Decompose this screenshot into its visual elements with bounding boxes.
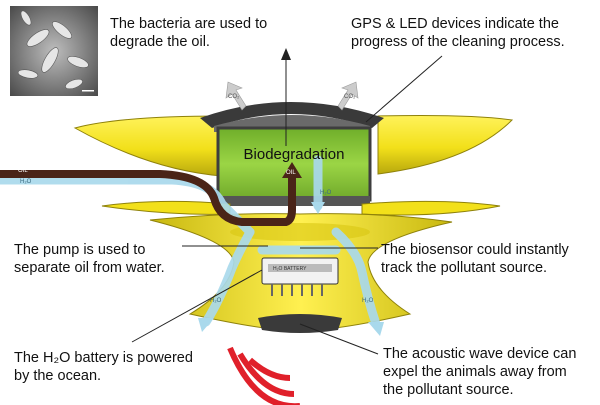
- caption-battery-line-1: The H₂O battery is powered: [14, 350, 193, 366]
- upper-hull: [73, 102, 514, 177]
- caption-gps-line-1: GPS & LED devices indicate the: [351, 16, 559, 32]
- water-down-label: H₂O: [320, 190, 332, 196]
- water-arrowheads: [198, 202, 384, 336]
- co2-right-label: CO₂: [344, 94, 356, 100]
- caption-battery: The H₂O battery is powered by the ocean.: [14, 349, 193, 385]
- water-in-label: H₂O: [20, 179, 32, 185]
- h2o-battery: [261, 257, 339, 296]
- caption-acoustic: The acoustic wave device can expel the a…: [383, 345, 576, 399]
- caption-pump-line-1: The pump is used to: [14, 242, 146, 258]
- oil-flow-path: [0, 170, 296, 226]
- caption-biosensor: The biosensor could instantly track the …: [381, 241, 569, 277]
- co2-left-label: CO₂: [228, 94, 240, 100]
- caption-biosensor-line-1: The biosensor could instantly: [381, 242, 569, 258]
- callout-leader-lines: [131, 54, 443, 355]
- oil-arrowhead: [282, 162, 302, 178]
- caption-bacteria-line-2: degrade the oil.: [110, 34, 210, 50]
- caption-biosensor-line-2: track the pollutant source.: [381, 260, 548, 276]
- battery-label: H₂O BATTERY: [273, 266, 307, 272]
- caption-gps-led: GPS & LED devices indicate the progress …: [351, 15, 565, 51]
- caption-acoustic-line-3: the pollutant source.: [383, 382, 514, 398]
- chamber-title: Biodegradation: [244, 146, 345, 163]
- caption-pump-line-2: separate oil from water.: [14, 260, 165, 276]
- oil-up-label: OIL: [286, 170, 296, 176]
- caption-bacteria: The bacteria are used to degrade the oil…: [110, 15, 267, 51]
- caption-acoustic-line-2: expel the animals away from: [383, 364, 567, 380]
- caption-acoustic-line-1: The acoustic wave device can: [383, 346, 577, 362]
- acoustic-waves: [227, 346, 300, 405]
- bacteria-micrograph-image: [10, 6, 98, 96]
- bacteria-pointer-arrow: [281, 48, 291, 60]
- caption-gps-line-2: progress of the cleaning process.: [351, 34, 565, 50]
- caption-bacteria-line-1: The bacteria are used to: [110, 16, 268, 32]
- caption-pump: The pump is used to separate oil from wa…: [14, 241, 165, 277]
- co2-exhaust: [225, 81, 359, 111]
- water-out-left-label: H₂O: [210, 298, 222, 304]
- acoustic-wave-device: [258, 314, 342, 333]
- water-out-right-label: H₂O: [362, 298, 374, 304]
- caption-battery-line-2: by the ocean.: [14, 368, 102, 384]
- oil-in-label: OIL: [18, 168, 28, 174]
